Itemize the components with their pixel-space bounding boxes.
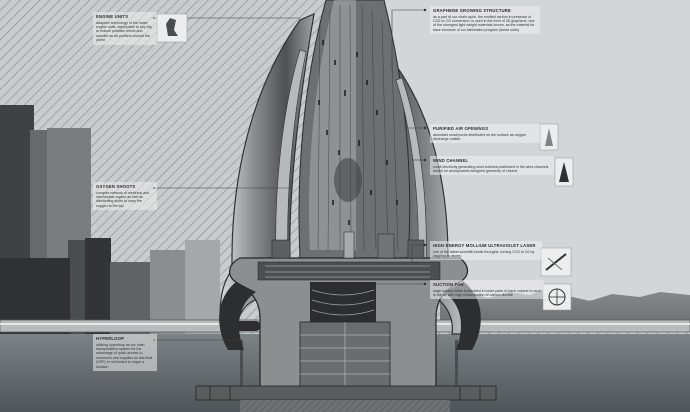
underwater-foundation (240, 400, 450, 412)
annotation-body: small electricity generating wind turbin… (433, 164, 549, 173)
left-oxygen-shaft (275, 49, 307, 263)
annotation-title: PURIFIED AIR OPENINGS (433, 126, 489, 131)
annotation-body: adaptive technology of the tower engine … (96, 20, 152, 43)
right-oxygen-shaft (395, 77, 427, 263)
annotation-body: large suction inlets embedded in lower p… (433, 288, 541, 297)
annotation-body: abundant small pores distributed on the … (433, 132, 527, 141)
annotation-hyperloop: HYPERLOOP utilizing hyperloop as our mai… (93, 334, 157, 371)
annotation-title: HYPERLOOP (96, 336, 125, 341)
annotation-body: complex network of electrical and mechan… (96, 190, 150, 208)
machinery-details (265, 265, 430, 278)
annotation-title: OXYGEN SHOOTS (96, 184, 136, 189)
annotation-body: as a part of our chain cycle, the emitte… (433, 14, 535, 32)
annotation-suction-fan: SUCTION FAN large suction inlets embedde… (430, 280, 544, 300)
laser-chamber (257, 261, 441, 281)
annotation-title: ENGINE UNITS (96, 14, 129, 19)
annotation-title: WIND CHANNEL (433, 158, 469, 163)
annotation-body: one of the latest scientific break throu… (433, 249, 535, 258)
annotation-title: SUCTION FAN (433, 282, 464, 287)
fan-icon (542, 283, 572, 311)
left-leg (219, 282, 256, 350)
annotation-wind-channel: WIND CHANNEL small electricity generatin… (430, 156, 554, 176)
oxygen-plume (334, 158, 362, 202)
facade-panels (317, 4, 399, 251)
wind-channel-icon (554, 157, 574, 187)
annotation-oxygen-shoots: OXYGEN SHOOTS complex network of electri… (93, 182, 157, 211)
annotation-title: GRAPHENE GROWING STRUCTURE (433, 8, 512, 13)
annotation-engine-units: ENGINE UNITS adaptive technology of the … (93, 12, 157, 45)
purified-air-openings-icon (539, 123, 559, 151)
annotation-high-energy-laser: HIGH ENERGY MOLLIUM ULTRAVIOLET LASER on… (430, 241, 542, 261)
annotation-title: HIGH ENERGY MOLLIUM ULTRAVIOLET LASER (433, 243, 536, 248)
laser-icon (540, 247, 572, 277)
foundation-platform (195, 385, 497, 401)
annotation-body: utilizing hyperloop as our main transpor… (96, 342, 153, 369)
engine-units-icon (156, 13, 188, 43)
annotation-purified-air-openings: PURIFIED AIR OPENINGS abundant small por… (430, 124, 540, 144)
annotation-graphene-growing-structure: GRAPHENE GROWING STRUCTURE as a part of … (430, 6, 540, 35)
